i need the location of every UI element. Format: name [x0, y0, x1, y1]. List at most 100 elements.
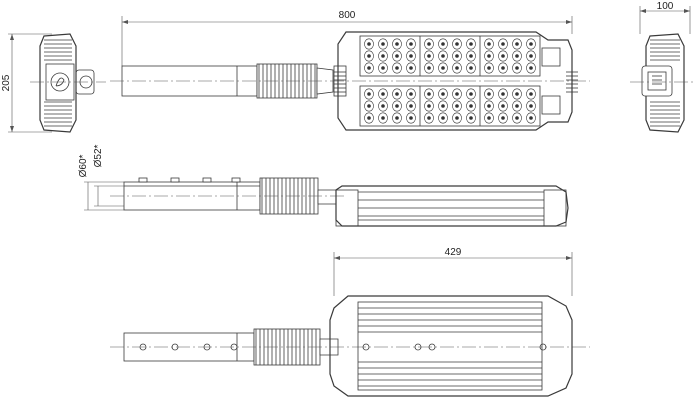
led-chip: [427, 92, 431, 96]
dim-label-dia-inner: Ø52*: [93, 144, 104, 167]
led-chip: [487, 92, 491, 96]
led-chip: [367, 92, 371, 96]
led-chip: [381, 116, 385, 120]
led-chip: [469, 54, 473, 58]
led-chip: [395, 116, 399, 120]
led-chip: [367, 104, 371, 108]
led-chip: [409, 104, 413, 108]
led-chip: [381, 104, 385, 108]
led-chip: [487, 42, 491, 46]
led-chip: [441, 54, 445, 58]
led-chip: [469, 66, 473, 70]
luminaire-housing: [337, 31, 573, 131]
dim-label-205: 205: [1, 74, 12, 91]
cooling-fins: [334, 71, 578, 93]
neck-side: [317, 189, 337, 205]
set-screws: [138, 177, 241, 183]
end-housing-left: [39, 33, 77, 133]
led-chip: [515, 116, 519, 120]
led-chip: [395, 54, 399, 58]
led-chip: [469, 116, 473, 120]
led-chip: [441, 42, 445, 46]
led-chip: [395, 104, 399, 108]
led-chip: [515, 42, 519, 46]
led-chip: [367, 42, 371, 46]
led-chip: [529, 104, 533, 108]
luminaire-housing-top: [329, 295, 573, 397]
mount-holes: [362, 343, 547, 351]
led-chip: [455, 54, 459, 58]
led-chip: [529, 92, 533, 96]
led-chip: [381, 54, 385, 58]
led-chip: [381, 42, 385, 46]
led-chip: [469, 104, 473, 108]
led-chip: [367, 66, 371, 70]
led-chip: [409, 92, 413, 96]
led-chip: [455, 66, 459, 70]
led-chip: [469, 42, 473, 46]
led-chip: [395, 42, 399, 46]
arrow-head: [122, 20, 128, 24]
led-chip: [501, 54, 505, 58]
led-module-top: [359, 35, 541, 77]
led-chip: [441, 66, 445, 70]
led-chip: [529, 54, 533, 58]
led-chip: [515, 104, 519, 108]
led-chip: [487, 66, 491, 70]
led-chip: [487, 104, 491, 108]
led-chip: [427, 66, 431, 70]
led-chip: [441, 116, 445, 120]
clamp-bottom: [541, 95, 561, 115]
led-chip: [529, 116, 533, 120]
led-chip: [409, 42, 413, 46]
led-chip: [515, 66, 519, 70]
driver-box: [641, 65, 673, 97]
led-chip: [427, 116, 431, 120]
led-chip: [487, 116, 491, 120]
dim-label-dia-outer: Ø60*: [78, 154, 89, 177]
led-chip: [427, 104, 431, 108]
led-chip: [367, 116, 371, 120]
led-chip: [469, 92, 473, 96]
led-array: [364, 38, 536, 124]
led-chip: [515, 54, 519, 58]
led-chip: [455, 42, 459, 46]
led-chip: [381, 66, 385, 70]
dim-label-800: 800: [339, 10, 356, 21]
led-chip: [427, 42, 431, 46]
led-chip: [501, 42, 505, 46]
led-chip: [381, 92, 385, 96]
led-chip: [395, 66, 399, 70]
led-chip: [409, 116, 413, 120]
dim-label-100: 100: [657, 1, 674, 12]
led-chip: [515, 92, 519, 96]
end-view-left: 205: [1, 33, 106, 133]
led-chip: [529, 42, 533, 46]
led-chip: [441, 92, 445, 96]
dim-label-429: 429: [445, 247, 462, 258]
bottom-view: 800: [110, 10, 590, 131]
arrow-head: [566, 20, 572, 24]
led-chip: [501, 116, 505, 120]
led-chip: [455, 116, 459, 120]
side-view: Ø60* Ø52*: [78, 144, 569, 227]
led-chip: [455, 92, 459, 96]
led-chip: [501, 92, 505, 96]
led-chip: [501, 66, 505, 70]
led-chip: [367, 54, 371, 58]
led-chip: [441, 104, 445, 108]
led-chip: [455, 104, 459, 108]
led-chip: [529, 66, 533, 70]
end-view-right: 100: [630, 1, 696, 133]
mount-bracket: [333, 65, 347, 97]
led-chip: [427, 54, 431, 58]
led-chip: [395, 92, 399, 96]
led-chip: [501, 104, 505, 108]
clamp-top: [541, 47, 561, 67]
led-chip: [409, 54, 413, 58]
led-module-bottom: [359, 85, 541, 127]
led-chip: [409, 66, 413, 70]
led-chip: [487, 54, 491, 58]
top-view: 429: [110, 247, 590, 397]
